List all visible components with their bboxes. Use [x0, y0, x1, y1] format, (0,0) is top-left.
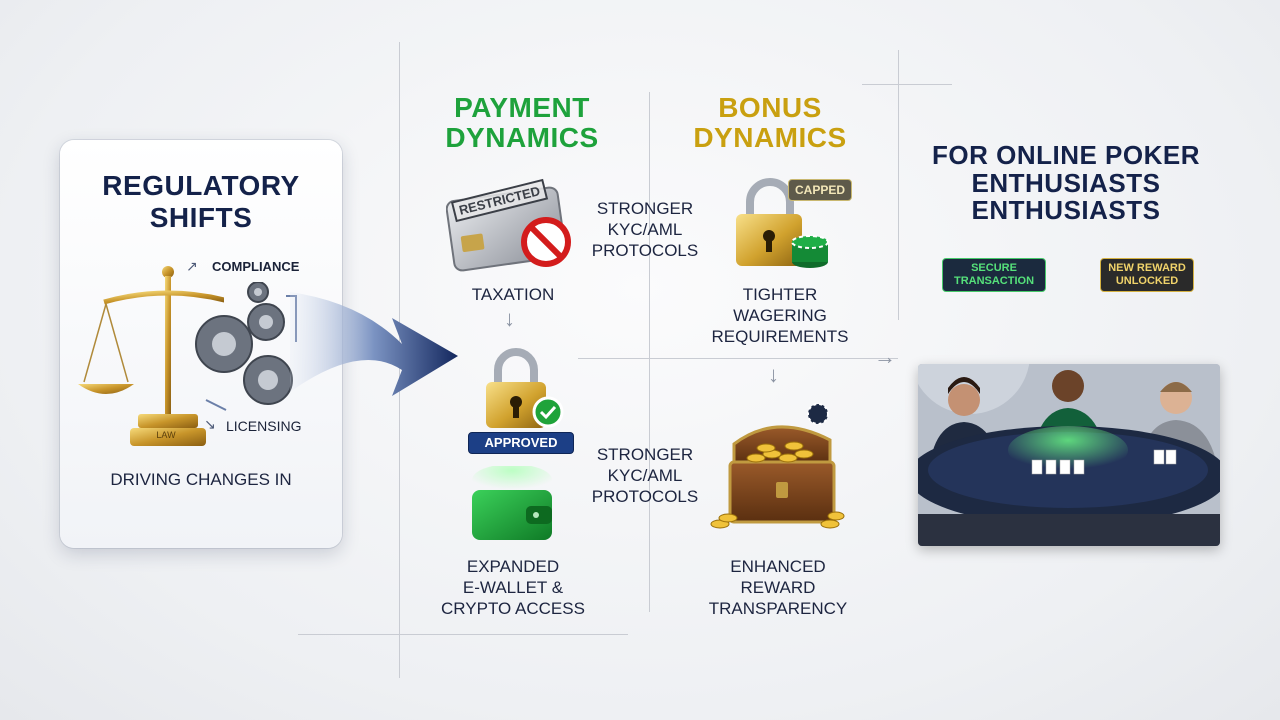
arrow-to-compliance-icon: ↗ — [186, 258, 198, 274]
arrow-to-licensing-icon: ↘ — [204, 416, 216, 432]
kyc-top-line3: PROTOCOLS — [591, 241, 699, 260]
reward-line1: ENHANCED — [730, 557, 826, 576]
padlock-chips-icon — [736, 178, 829, 268]
gears-icon — [195, 282, 297, 411]
licensing-label: LICENSING — [226, 418, 302, 434]
bonus-title-line1: BONUS — [718, 92, 822, 123]
kyc-bottom-line3: PROTOCOLS — [591, 487, 699, 506]
arrow-right-icon: → — [874, 344, 896, 369]
green-wallet-icon — [472, 466, 552, 540]
secure-line2: TRANSACTION — [953, 275, 1035, 287]
secure-line1: SECURE — [971, 262, 1017, 274]
expanded-access-label: EXPANDED E-WALLET & CRYPTO ACCESS — [428, 556, 598, 619]
poker-title: FOR ONLINE POKER ENTHUSIASTS ENTHUSIASTS — [904, 140, 1228, 226]
expanded-line1: EXPANDED — [466, 557, 560, 576]
flow-arrow-icon — [290, 292, 458, 396]
kyc-bottom-line2: KYC/AML — [607, 466, 683, 485]
approved-badge: APPROVED — [468, 432, 574, 454]
reward-line3: TRANSPARENCY — [708, 599, 848, 618]
reward-unlocked-line2: UNLOCKED — [1115, 275, 1179, 287]
regulatory-title: REGULATORY SHIFTS — [60, 172, 342, 232]
expanded-line2: E-WALLET & — [462, 578, 564, 597]
divider-horizontal-top — [862, 84, 952, 85]
poker-players-illustration — [918, 364, 1220, 546]
kyc-top-label: STRONGER KYC/AML PROTOCOLS — [580, 198, 710, 261]
taxation-label: TAXATION — [471, 285, 555, 304]
bonus-title: BONUS DYNAMICS — [672, 94, 868, 152]
divider-vertical-mid — [649, 92, 650, 612]
payment-title: PAYMENT DYNAMICS — [418, 94, 626, 152]
kyc-bottom-label: STRONGER KYC/AML PROTOCOLS — [580, 444, 710, 507]
expanded-line3: CRYPTO ACCESS — [441, 599, 585, 618]
divider-vertical-right — [898, 50, 899, 320]
reward-transparency-label: ENHANCED REWARD TRANSPARENCY — [690, 556, 866, 619]
divider-horizontal-mid — [578, 358, 898, 359]
compliance-label: COMPLIANCE — [212, 259, 300, 274]
padlock-approved-icon — [486, 348, 564, 428]
wagering-line3: REQUIREMENTS — [711, 327, 849, 346]
scales-of-justice-icon — [78, 266, 224, 446]
reward-unlocked-badge: NEW REWARD UNLOCKED — [1100, 258, 1194, 292]
kyc-top-line2: KYC/AML — [607, 220, 683, 239]
driving-changes-label: DRIVING CHANGES IN — [110, 470, 292, 489]
law-plaque-label: LAW — [156, 430, 176, 440]
wagering-line2: WAGERING — [733, 306, 827, 325]
divider-horizontal-bottom — [298, 634, 628, 635]
wagering-label: TIGHTER WAGERING REQUIREMENTS — [696, 284, 864, 347]
poker-title-line3: ENTHUSIASTS — [971, 195, 1161, 226]
wagering-line1: TIGHTER — [742, 285, 818, 304]
payment-title-line2: DYNAMICS — [445, 122, 599, 153]
secure-transaction-badge: SECURE TRANSACTION — [942, 258, 1046, 292]
reward-line2: REWARD — [740, 578, 816, 597]
kyc-bottom-line1: STRONGER — [596, 445, 694, 464]
poker-table-scene-icon — [918, 364, 1220, 546]
reward-unlocked-line1: NEW REWARD — [1108, 262, 1186, 274]
regulatory-title-line2: SHIFTS — [149, 202, 253, 233]
kyc-top-line1: STRONGER — [596, 199, 694, 218]
treasure-chest-icon — [710, 403, 845, 529]
poker-title-line2: ENTHUSIASTS — [971, 167, 1161, 198]
regulatory-title-line1: REGULATORY — [102, 170, 300, 201]
payment-title-line1: PAYMENT — [454, 92, 590, 123]
capped-badge: CAPPED — [788, 179, 853, 201]
bonus-title-line2: DYNAMICS — [693, 122, 847, 153]
arrow-down-bonus-icon: ↓ — [768, 362, 779, 387]
poker-title-line1: FOR ONLINE POKER — [931, 140, 1200, 170]
arrow-down-icon: ↓ — [504, 306, 515, 331]
